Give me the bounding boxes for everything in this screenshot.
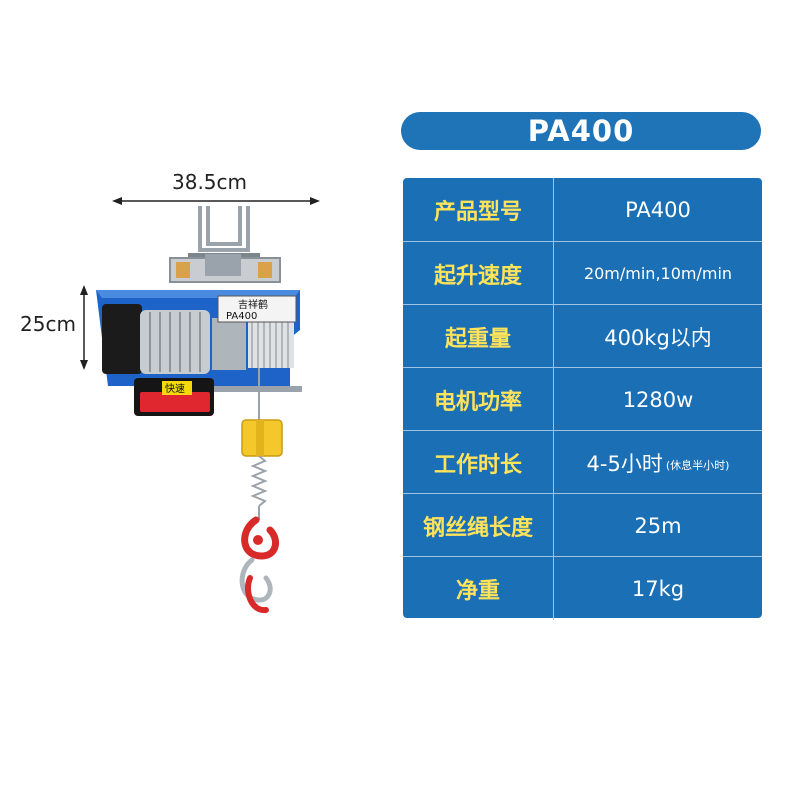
spec-value: 20m/min,10m/min (553, 242, 762, 305)
control-box: 快速 (134, 378, 214, 416)
fast-button-label: 快速 (165, 383, 185, 395)
spring (250, 455, 268, 507)
spec-row-working-time: 工作时长 4-5小时 (休息半小时) (403, 430, 762, 494)
spec-value: 17kg (553, 557, 762, 620)
spec-label: 电机功率 (433, 389, 522, 415)
model-title-banner: PA400 (401, 112, 761, 150)
spec-row-motor-power: 电机功率 1280w (403, 367, 762, 431)
spec-row-rope-length: 钢丝绳长度 25m (403, 493, 762, 557)
spec-label: 产品型号 (433, 199, 522, 225)
hoist-body: 吉祥鹤 PA400 (96, 290, 302, 392)
width-dimension-arrow (112, 197, 320, 205)
spec-table: 产品型号 PA400 起升速度 20m/min,10m/min 起重量 400k… (403, 178, 762, 620)
spec-label: 起升速度 (433, 263, 522, 289)
counterweight (241, 419, 283, 457)
spec-note: (休息半小时) (665, 458, 730, 472)
spec-label: 工作时长 (433, 452, 522, 478)
model-title: PA400 (527, 114, 635, 148)
spec-row-net-weight: 净重 17kg (403, 556, 762, 620)
spec-value-group: 4-5小时 (休息半小时) (553, 431, 762, 494)
model-label: PA400 (226, 311, 257, 322)
spec-label: 起重量 (444, 326, 511, 352)
hook (239, 516, 280, 614)
height-dimension-arrow (80, 285, 88, 370)
spec-row-lifting-speed: 起升速度 20m/min,10m/min (403, 241, 762, 305)
spec-label: 净重 (455, 578, 500, 604)
brand-label: 吉祥鹤 (238, 298, 268, 311)
height-dimension-label: 25cm (20, 312, 76, 336)
spec-row-capacity: 起重量 400kg以内 (403, 304, 762, 368)
spec-value: 25m (553, 494, 762, 557)
spec-value: 1280w (553, 368, 762, 431)
spec-row-model: 产品型号 PA400 (403, 178, 762, 241)
spec-label: 钢丝绳长度 (422, 515, 533, 541)
spec-value: 4-5小时 (586, 451, 663, 476)
hoist-illustration: 吉祥鹤 PA400 快速 (80, 197, 320, 614)
mounting-bracket (169, 206, 281, 283)
width-dimension-label: 38.5cm (172, 170, 248, 194)
spec-value: 400kg以内 (553, 305, 762, 368)
spec-value: PA400 (553, 178, 762, 241)
